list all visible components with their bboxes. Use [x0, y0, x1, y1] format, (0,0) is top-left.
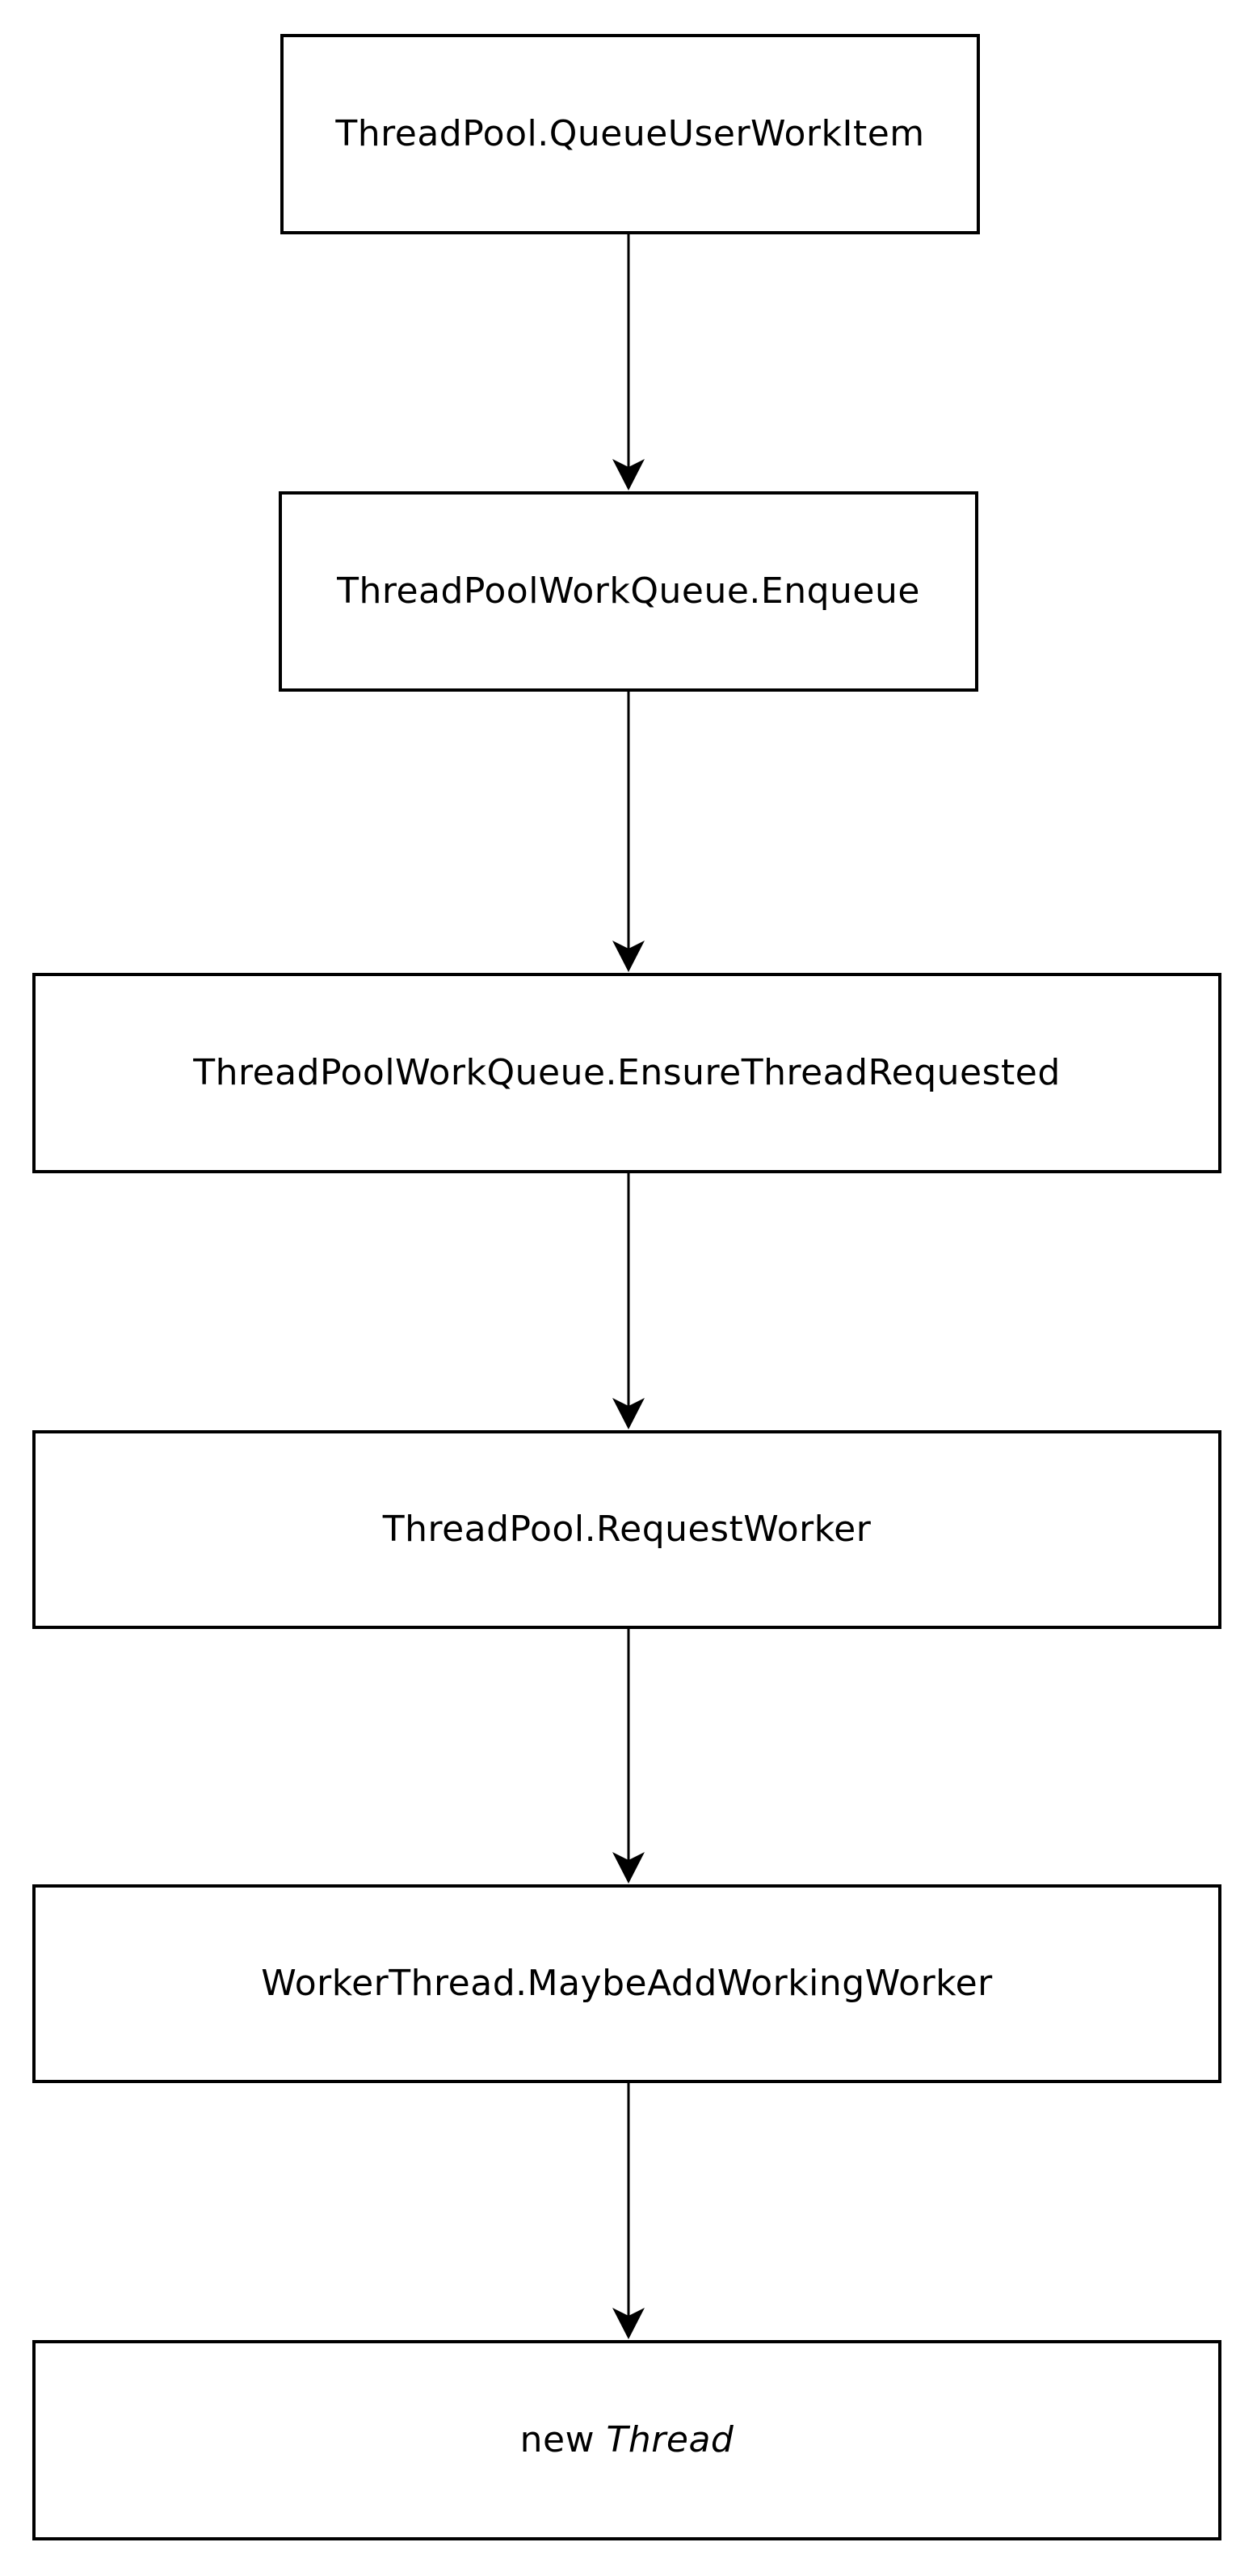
node-label: ThreadPoolWorkQueue.Enqueue: [337, 570, 920, 612]
flow-node-enqueue: ThreadPoolWorkQueue.Enqueue: [279, 491, 978, 692]
flow-arrow-1: [612, 234, 645, 490]
flow-node-queue-user-work-item: ThreadPool.QueueUserWorkItem: [280, 34, 980, 234]
flow-node-new-thread: new Thread: [32, 2340, 1221, 2540]
node-label: new Thread: [520, 2419, 734, 2462]
flow-arrow-4: [612, 1629, 645, 1884]
node-label: ThreadPoolWorkQueue.EnsureThreadRequeste…: [193, 1051, 1061, 1093]
node-label: WorkerThread.MaybeAddWorkingWorker: [261, 1962, 993, 2004]
node-label-italic: Thread: [606, 2418, 734, 2460]
flow-arrow-2: [612, 692, 645, 972]
flow-arrow-5: [612, 2083, 645, 2339]
flow-node-request-worker: ThreadPool.RequestWorker: [32, 1430, 1221, 1629]
flow-arrow-3: [612, 1173, 645, 1429]
flow-node-maybe-add-working-worker: WorkerThread.MaybeAddWorkingWorker: [32, 1884, 1221, 2083]
flow-node-ensure-thread-requested: ThreadPoolWorkQueue.EnsureThreadRequeste…: [32, 973, 1221, 1173]
node-label-normal: new: [519, 2418, 607, 2460]
node-label: ThreadPool.QueueUserWorkItem: [335, 112, 925, 154]
node-label: ThreadPool.RequestWorker: [382, 1508, 872, 1550]
